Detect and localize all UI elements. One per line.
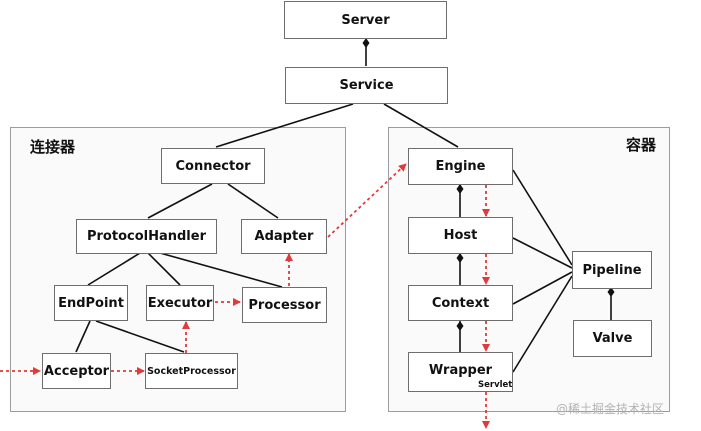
pipeline-node: Pipeline bbox=[572, 251, 652, 289]
context-pipeline-line bbox=[512, 271, 573, 305]
protocolhandler-executor-line bbox=[147, 252, 181, 286]
protocolhandler-processor-line bbox=[159, 252, 283, 288]
valve-node: Valve bbox=[573, 320, 652, 357]
engine-pipeline-line bbox=[512, 169, 573, 266]
wrapper-servlet-label: Servlet bbox=[478, 380, 513, 390]
adapter-node: Adapter bbox=[241, 219, 327, 254]
diamond-marker bbox=[456, 321, 464, 331]
protocol-handler-node: ProtocolHandler bbox=[76, 219, 217, 254]
connector-panel-title: 连接器 bbox=[30, 138, 76, 156]
diamond-marker bbox=[362, 38, 370, 48]
diamond-marker bbox=[456, 184, 464, 194]
engine-node: Engine bbox=[408, 148, 513, 185]
diamond-marker bbox=[607, 287, 615, 297]
endpoint-acceptor-line bbox=[75, 320, 91, 353]
protocolhandler-endpoint-line bbox=[87, 252, 141, 286]
service-connector-line bbox=[215, 103, 354, 148]
endpoint-socketprocessor-line bbox=[95, 320, 185, 353]
host-pipeline-line bbox=[512, 237, 573, 269]
service-node: Service bbox=[285, 67, 448, 104]
acceptor-node: Acceptor bbox=[42, 353, 111, 389]
wrapper-label: Wrapper bbox=[428, 362, 493, 378]
context-node: Context bbox=[408, 285, 513, 321]
host-node: Host bbox=[408, 217, 513, 254]
wrapper-pipeline-line bbox=[512, 275, 573, 373]
endpoint-node: EndPoint bbox=[54, 285, 128, 321]
connector-protocolhandler-line bbox=[147, 183, 213, 219]
processor-node: Processor bbox=[242, 287, 327, 323]
connector-node: Connector bbox=[161, 148, 265, 184]
watermark-text: @稀土掘金技术社区 bbox=[556, 402, 665, 416]
diamond-marker bbox=[456, 253, 464, 263]
wrapper-node: Wrapper bbox=[408, 352, 513, 392]
socket-processor-node: SocketProcessor bbox=[145, 353, 238, 389]
connector-adapter-line bbox=[227, 183, 279, 219]
container-panel-title: 容器 bbox=[626, 136, 657, 154]
server-node: Server bbox=[284, 1, 447, 39]
executor-node: Executor bbox=[146, 285, 214, 321]
service-engine-line bbox=[383, 103, 459, 148]
flow-arrow-adapter-engine bbox=[327, 163, 407, 238]
